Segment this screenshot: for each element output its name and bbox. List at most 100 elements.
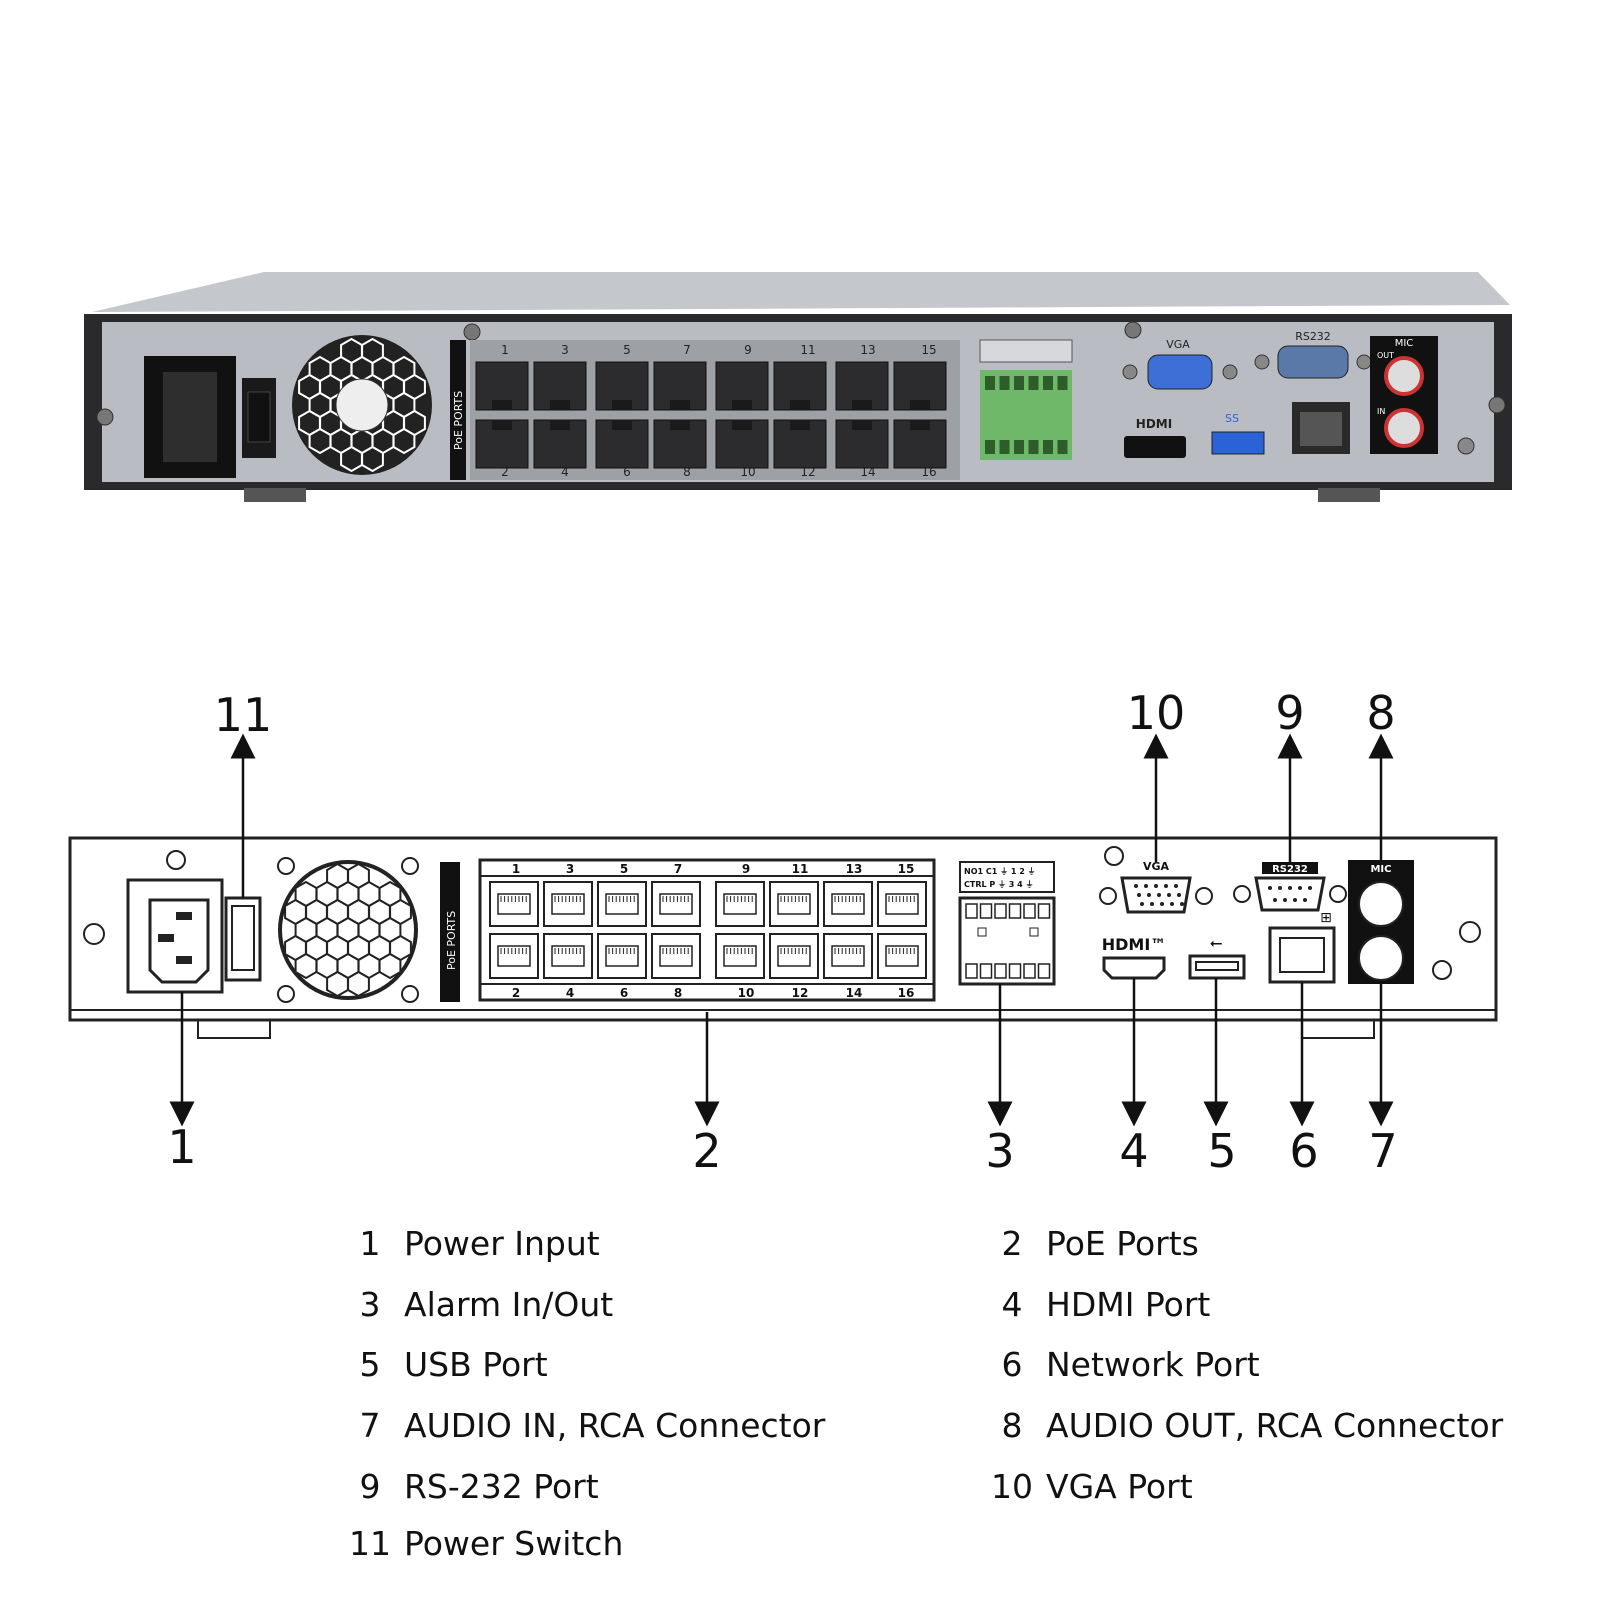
legend-item: 9 RS-232 Port [346,1467,599,1506]
alarm-label-row2: CTRL P ⏚ 3 4 ⏚ [964,880,1034,889]
diagram-fan-grille [284,862,412,998]
vga-pin [1167,893,1171,897]
port-number: 7 [683,343,691,357]
callout-10: 10 [1126,686,1186,740]
legend-text: PoE Ports [1046,1224,1199,1263]
terminal-pin [994,963,1007,979]
legend-item: 11 Power Switch [346,1524,623,1563]
audio-out-rca-connector[interactable] [1384,356,1424,396]
diagram-poe-rj45-ports [489,881,927,979]
diagram-usb-tongue [1195,961,1239,971]
rs232-pin [1308,886,1312,890]
rj45-latch [910,420,930,430]
fan-cell [361,445,384,473]
terminal-pin [1043,376,1053,390]
screw-icon [1488,396,1506,414]
vga-pin [1157,893,1161,897]
poe-rj45-ports [475,361,947,469]
rj45-port-inner [885,893,919,915]
terminal-pin [979,963,993,979]
rj45-latch [670,400,690,410]
terminal-pin [965,903,978,919]
terminal-pin [999,440,1010,454]
rj45-latch [732,400,752,410]
port-number: 3 [566,862,574,876]
port-number: 1 [512,862,520,876]
chassis-top-lid [92,272,1510,312]
legend-number: 3 [359,1285,381,1324]
callout-4: 4 [1119,1124,1149,1178]
nvr-photo-back-panel: PoE PORTS 1 3 5 7 9 11 13 15 2 4 6 8 10 … [84,272,1512,502]
diagram-hdmi-port [1102,956,1166,980]
callout-8: 8 [1366,686,1396,740]
screw-icon [1459,921,1481,943]
port-number: 3 [561,343,569,357]
terminal-pin [1028,440,1039,454]
network-port-inner [1300,412,1342,446]
callout-11: 11 [213,688,273,742]
legend-text: Power Input [404,1224,600,1263]
usb-port[interactable] [1211,431,1265,455]
legend-number: 9 [359,1467,381,1506]
diagram-power-input [126,878,224,994]
fan-cell [347,970,370,998]
screw-icon [1195,887,1213,905]
rj45-latch [790,420,810,430]
rs232-pin [1303,898,1307,902]
vga-pin [1164,884,1168,888]
terminal-pin [1028,376,1039,390]
rs232-pin [1278,886,1282,890]
screw-icon [401,857,419,875]
diagram-rs232-label: RS232 [1272,864,1308,875]
port-number: 13 [860,343,875,357]
terminal-pin [1023,903,1036,919]
rj45-port-inner [551,893,585,915]
diagram-rs232-port [1254,876,1326,912]
rj45-latch [492,400,512,410]
legend-item: 4 HDMI Port [988,1285,1211,1324]
legend-text: VGA Port [1046,1467,1193,1506]
rj45-port-inner [497,945,531,967]
port-number: 6 [623,465,631,479]
legend-number: 10 [991,1467,1033,1506]
diagram-alarm-label-strip [959,861,1055,893]
rj45-port-inner [831,945,865,967]
diagram-poe-ports-label: PoE PORTS [445,911,458,970]
port-number: 4 [566,986,574,1000]
callout-arrows [169,733,1394,1127]
port-number: 6 [620,986,628,1000]
port-number: 5 [623,343,631,357]
hdmi-label: HDMI [1136,417,1172,431]
mic-label: MIC [1395,338,1414,349]
hdmi-port[interactable] [1124,436,1186,458]
vga-pin [1154,884,1158,888]
legend-number: 6 [1001,1345,1023,1384]
terminal-pin [994,903,1007,919]
audio-in-rca-connector[interactable] [1384,408,1424,448]
vga-pin [1150,902,1154,906]
diagram-poe-port-numbers-bottom: 2 4 6 8 10 12 14 16 [512,986,915,1000]
terminal-pin [1014,376,1024,390]
rs232-port[interactable] [1277,345,1349,379]
vga-port[interactable] [1147,354,1213,390]
callout-6: 6 [1289,1124,1319,1178]
terminal-pin [965,963,978,979]
port-number: 10 [738,986,755,1000]
rj45-port [715,881,765,927]
audio-out-label: OUT [1377,351,1394,360]
legend-text: AUDIO IN, RCA Connector [404,1406,826,1445]
alarm-terminal-pins [985,376,1068,454]
rj45-latch [852,420,872,430]
vga-pin [1137,893,1141,897]
legend-number: 2 [1001,1224,1023,1263]
screw-icon [1104,846,1124,866]
port-number: 2 [512,986,520,1000]
rj45-port [769,881,819,927]
rj45-latch [852,400,872,410]
diagram-rs232-pins [1268,886,1312,902]
screw-icon [277,857,295,875]
fan-grille [298,337,426,473]
port-number: 13 [846,862,863,876]
diagram-vga-label: VGA [1143,860,1170,873]
